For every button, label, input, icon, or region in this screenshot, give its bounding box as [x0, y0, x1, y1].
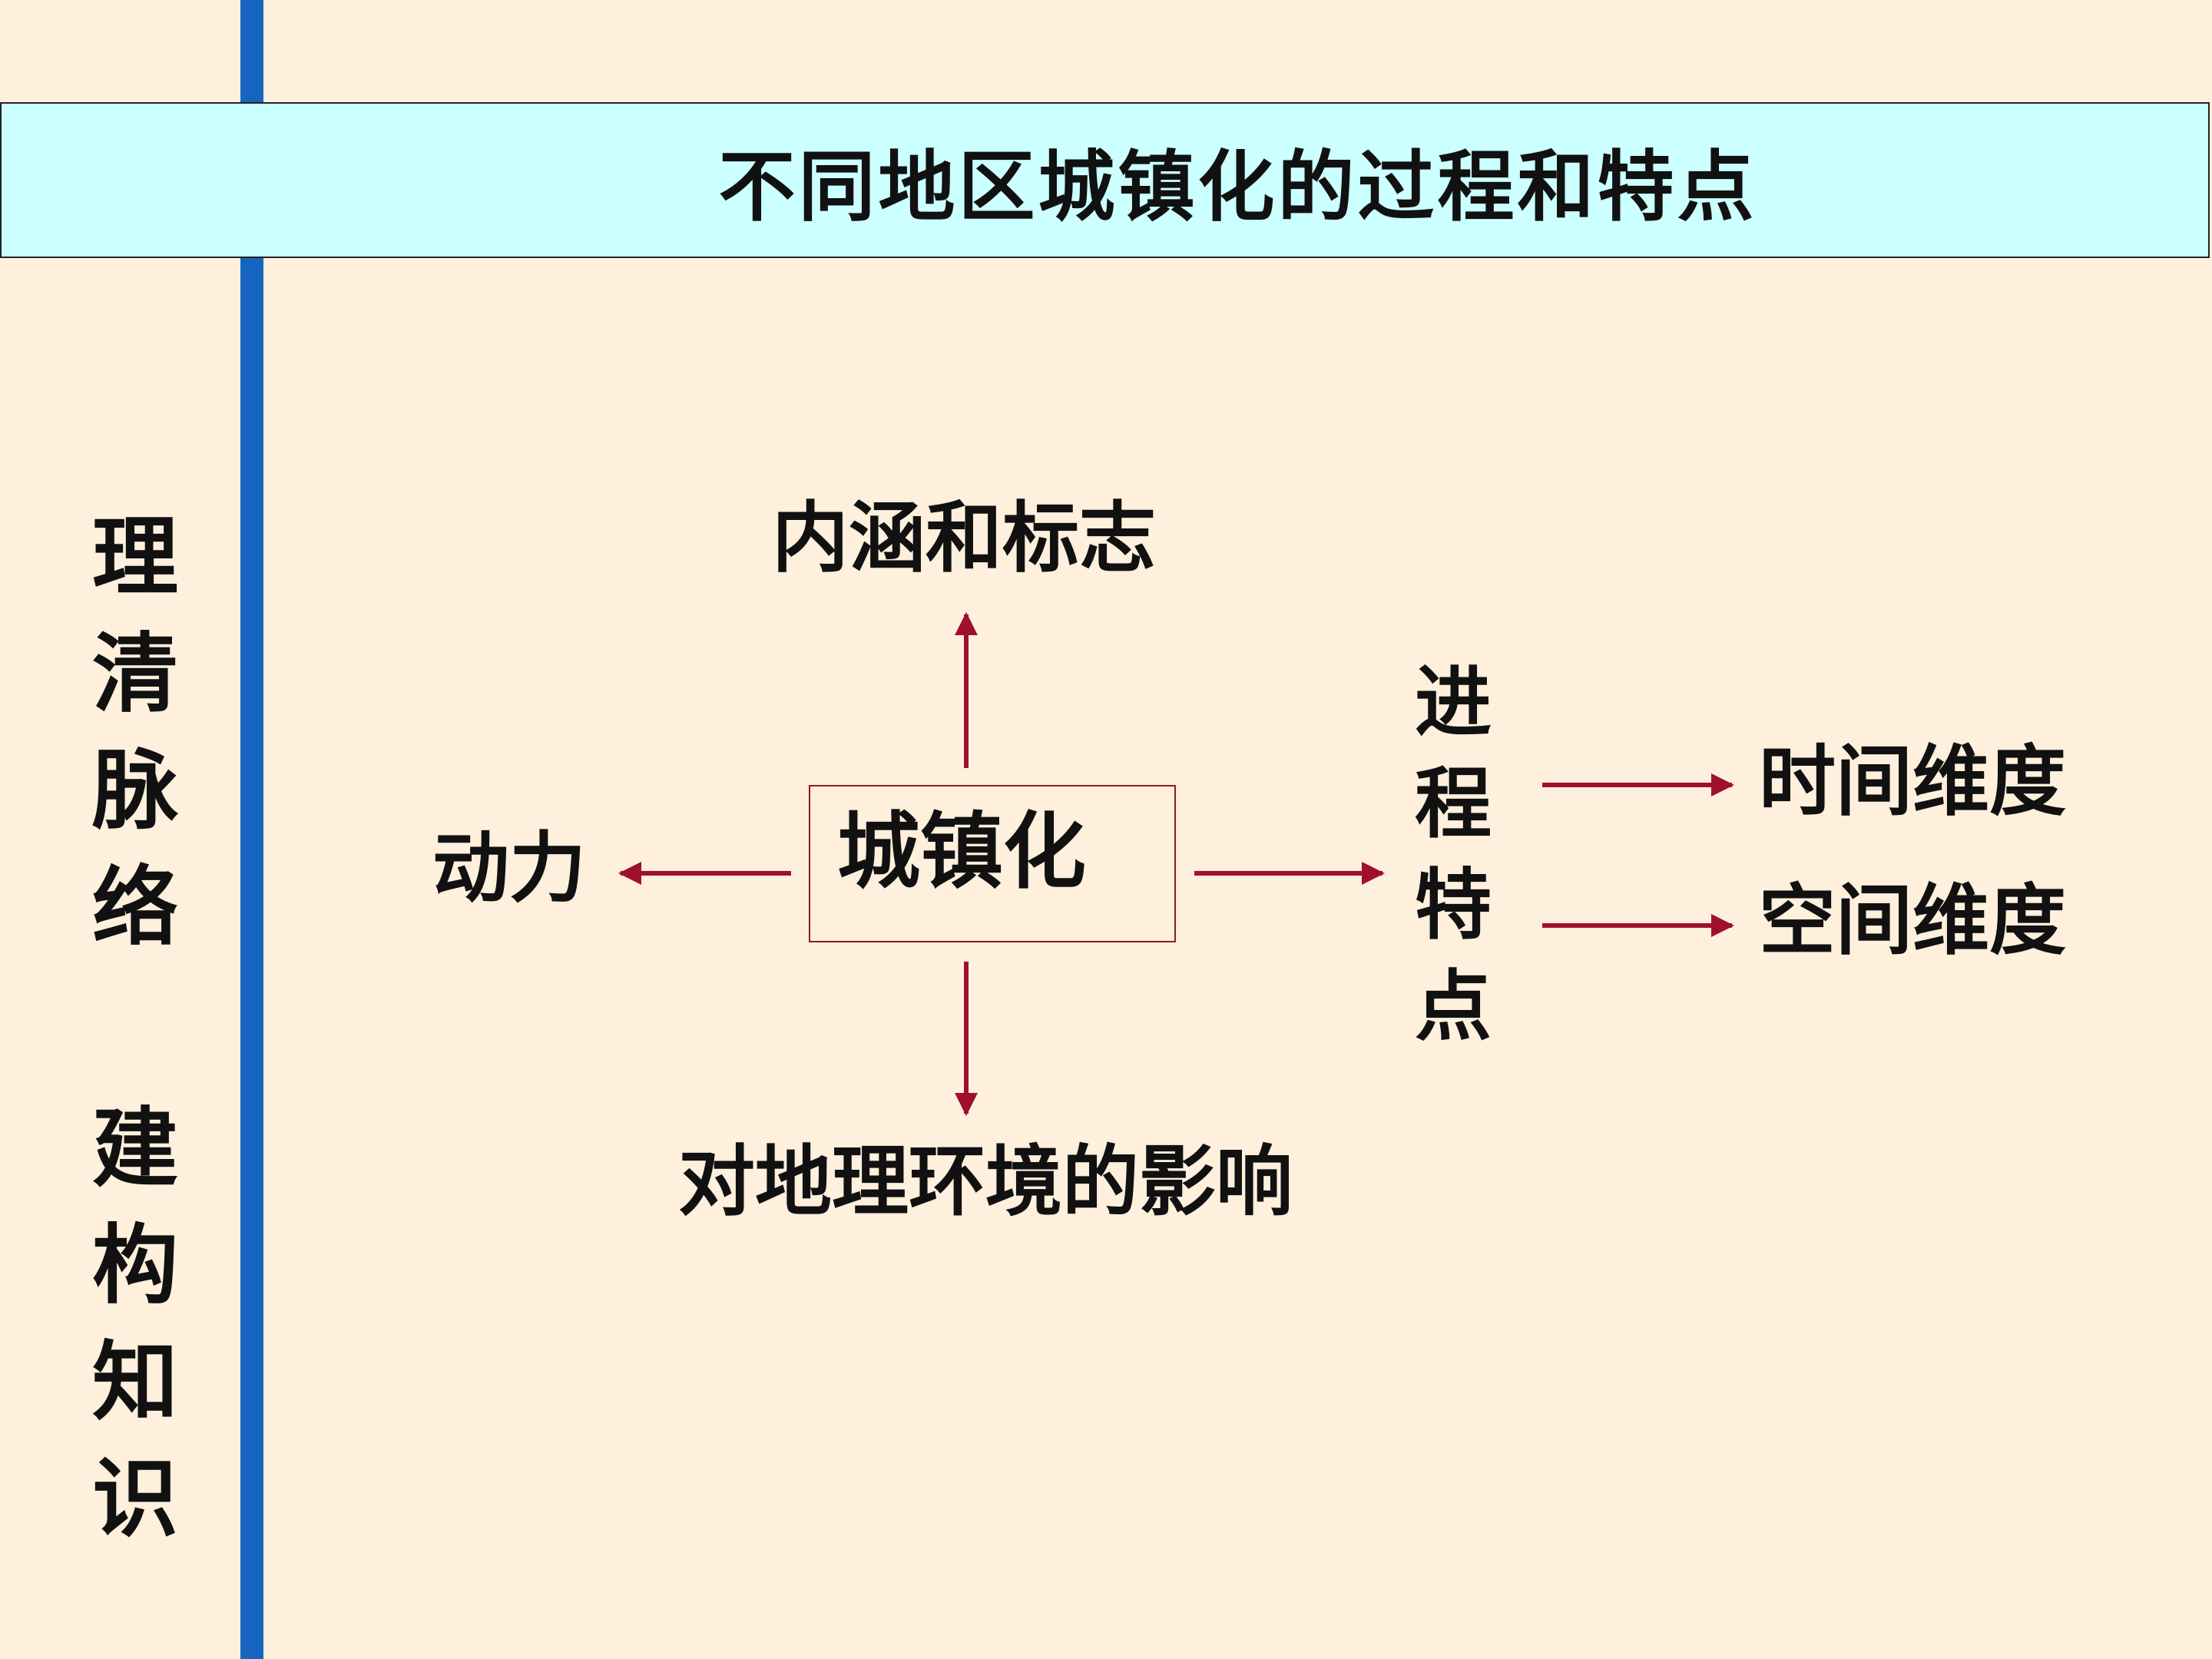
side-char: 络	[92, 857, 178, 958]
node-branch-time: 时间维度	[1759, 736, 2066, 826]
side-char: 清	[92, 624, 178, 724]
node-right-char: 特	[1415, 859, 1492, 950]
center-node-box	[809, 785, 1176, 942]
side-heading-top: 理 清 脉 络	[74, 499, 197, 966]
left-accent-bar	[240, 0, 263, 1659]
node-branch-space: 空间维度	[1759, 875, 2066, 965]
side-char: 建	[92, 1098, 178, 1199]
title-banner	[0, 102, 2210, 258]
node-top: 内涵和标志	[772, 492, 1156, 583]
node-bottom: 对地理环境的影响	[678, 1136, 1293, 1227]
node-right-char: 点	[1415, 961, 1492, 1051]
center-node-label: 城镇化	[837, 803, 1087, 900]
node-right-vertical: 进 程 特 点	[1399, 651, 1507, 1057]
side-char: 脉	[92, 740, 178, 841]
side-char: 构	[92, 1215, 178, 1316]
side-char: 知	[92, 1332, 178, 1432]
node-right-char: 程	[1415, 758, 1492, 849]
side-heading-bottom: 建 构 知 识	[74, 1091, 197, 1558]
side-char: 理	[92, 507, 178, 608]
page-title: 不同地区城镇化的过程和特点	[718, 141, 1757, 232]
side-char: 识	[92, 1449, 178, 1549]
node-right-char: 进	[1415, 657, 1492, 747]
node-left: 动力	[432, 823, 586, 913]
